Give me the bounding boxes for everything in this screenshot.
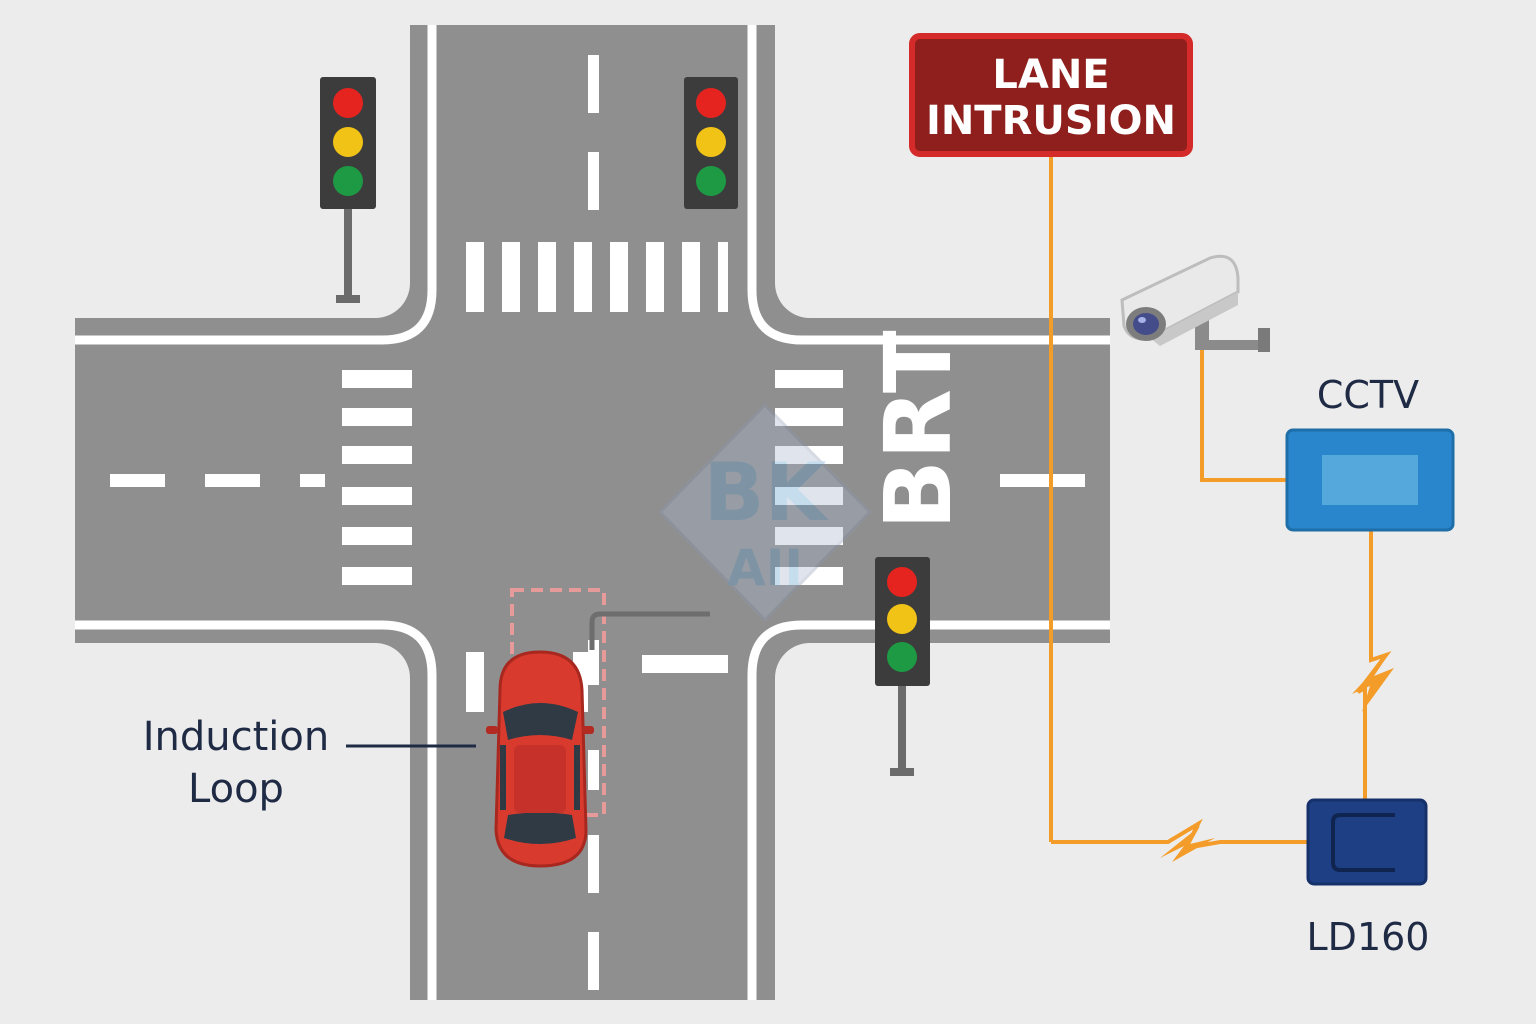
ld160-detector-box [1306, 798, 1428, 886]
car-icon [486, 650, 594, 868]
cctv-label: CCTV [1317, 373, 1419, 417]
watermark-text-top: BK [704, 446, 830, 539]
traffic-light-icon [320, 77, 376, 303]
induction-loop-label: Loop [188, 766, 284, 812]
cctv-camera-icon [1120, 254, 1270, 352]
lightning-bolt-icon [1352, 655, 1394, 712]
cctv-controller-box [1285, 428, 1455, 532]
loop-lead-wire [589, 611, 710, 650]
lane-dashes [110, 55, 1085, 990]
induction-loop-label: Induction [143, 714, 330, 760]
lane-intrusion-sign: LANE INTRUSION [909, 33, 1193, 157]
watermark-text-bottom: AII [727, 539, 803, 597]
watermark-logo: BK AII [657, 402, 873, 623]
lane-intrusion-line2: INTRUSION [926, 98, 1176, 144]
crosswalk-right [775, 370, 843, 585]
traffic-light-icon [684, 77, 738, 209]
traffic-light-icon [875, 557, 930, 776]
lightning-bolt-icon [1160, 826, 1215, 862]
crosswalk-left [342, 370, 412, 585]
crosswalk-top [466, 242, 728, 312]
brt-road-marking: BRT [865, 330, 972, 530]
lane-intrusion-line1: LANE [992, 52, 1109, 98]
road-edge-lines [75, 25, 1110, 1000]
ld160-label: LD160 [1307, 915, 1430, 959]
